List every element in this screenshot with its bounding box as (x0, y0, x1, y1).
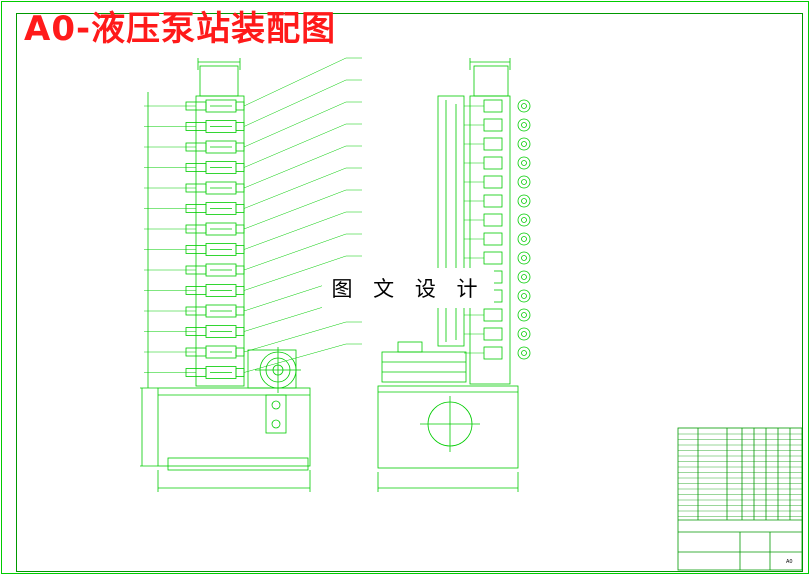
title-block (677, 427, 803, 571)
front-view (140, 57, 362, 492)
side-view (377, 58, 531, 492)
sheet-size-label: A0 (786, 559, 793, 565)
watermark: 图 文 设 计 (322, 268, 494, 308)
drawing-title: A0-液压泵站装配图 (24, 9, 337, 49)
drawing-frame (16, 13, 803, 572)
